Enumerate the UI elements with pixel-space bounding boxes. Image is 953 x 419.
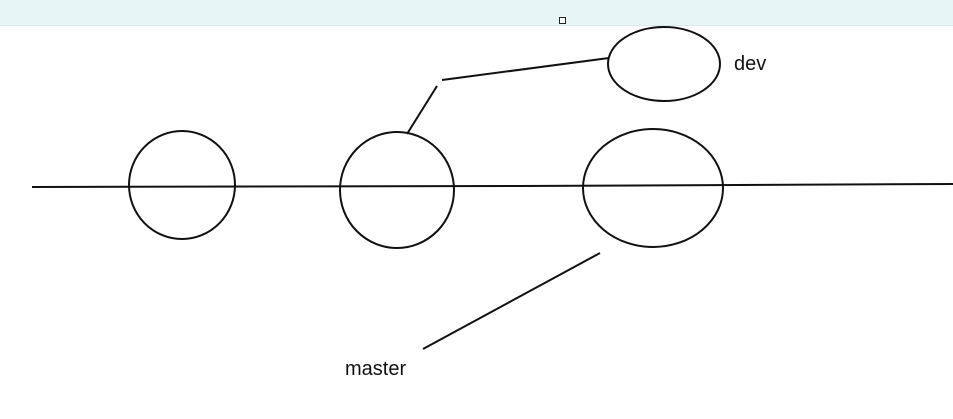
master-pointer-line — [422, 252, 601, 350]
dev-label: dev — [734, 53, 767, 75]
commit-node-1 — [128, 130, 236, 240]
selection-handle-icon[interactable] — [559, 17, 566, 24]
top-toolbar-strip — [0, 0, 953, 26]
dev-commit-node — [607, 26, 721, 102]
commit-node-2 — [339, 131, 455, 249]
dev-branch-line — [406, 57, 610, 135]
master-label: master — [345, 358, 407, 380]
commit-node-3 — [582, 128, 724, 248]
main-branch-line — [31, 183, 953, 188]
